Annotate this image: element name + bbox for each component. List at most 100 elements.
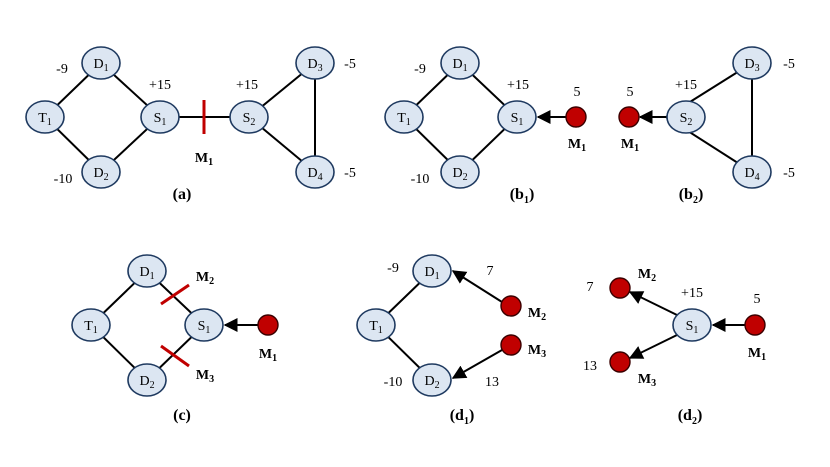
label-d1: D1: [93, 57, 108, 74]
label-m1: M1: [195, 151, 213, 168]
panel-c: D1 T1 D2 S1 M2 M3 M1 (c): [71, 254, 279, 424]
value-d3: -5: [783, 57, 795, 72]
label-d2: D2: [424, 374, 439, 391]
value-d1: -9: [56, 62, 68, 77]
node-d1: [440, 46, 480, 80]
node-s2: [229, 100, 269, 134]
arrow-s1-m3: [628, 334, 678, 359]
cut-marker-m3: [160, 344, 190, 368]
node-d2: [440, 155, 480, 189]
node-d2: [412, 363, 452, 397]
value-d2: -10: [411, 172, 430, 187]
node-m1: [565, 106, 587, 128]
label-t1: T1: [397, 111, 411, 128]
panel-d1: D1 T1 D2 -9 -10 7 13 M2 M3 (d1): [356, 254, 546, 427]
node-d4: [732, 155, 772, 189]
label-t1: T1: [38, 111, 52, 128]
arrow-s1-m2: [628, 291, 678, 316]
label-m3: M3: [196, 368, 214, 385]
label-d4: D4: [307, 166, 322, 183]
value-m1: 5: [574, 85, 581, 100]
value-d4: -5: [783, 166, 795, 181]
node-m3: [500, 334, 522, 356]
node-d2: [127, 363, 167, 397]
value-m2: 7: [487, 264, 494, 279]
label-d3: D3: [307, 57, 322, 74]
node-s2: [666, 100, 706, 134]
label-m2: M2: [196, 270, 214, 287]
label-m1: M1: [748, 346, 766, 363]
cut-marker-m2: [160, 283, 190, 306]
caption-d2: (d2): [678, 407, 703, 427]
caption-b1: (b1): [510, 186, 535, 206]
caption-c: (c): [173, 407, 191, 424]
label-t1: T1: [84, 319, 98, 336]
node-s1: [497, 100, 537, 134]
label-d2: D2: [452, 166, 467, 183]
label-t1: T1: [369, 319, 383, 336]
arrow-m2-d1: [451, 270, 503, 303]
value-m1: 5: [627, 85, 634, 100]
panel-a: D1 T1 D2 S1 S2 D3 D4 -9 -10 +15 +15 -5 -…: [25, 46, 356, 203]
value-s1: +15: [681, 286, 703, 301]
panel-b2: S2 D3 D4 +15 -5 -5 5 M1 (b2): [618, 46, 795, 206]
node-t1: [25, 100, 65, 134]
label-m2: M2: [528, 306, 546, 323]
label-s1: S1: [686, 319, 699, 336]
label-s2: S2: [680, 111, 693, 128]
node-d1: [81, 46, 121, 80]
node-m1: [744, 314, 766, 336]
value-d2: -10: [54, 172, 73, 187]
label-d3: D3: [744, 57, 759, 74]
node-s1: [184, 308, 224, 342]
label-m3: M3: [528, 343, 546, 360]
node-t1: [356, 308, 396, 342]
node-m1: [618, 106, 640, 128]
label-s1: S1: [198, 319, 211, 336]
node-s1: [672, 308, 712, 342]
value-d1: -9: [414, 62, 426, 77]
arrow-m3-d2: [451, 349, 503, 379]
node-t1: [384, 100, 424, 134]
caption-b2: (b2): [679, 186, 704, 206]
value-s2: +15: [236, 78, 258, 93]
node-d3: [295, 46, 335, 80]
node-m2: [609, 277, 631, 299]
label-d2: D2: [139, 374, 154, 391]
value-s1: +15: [507, 78, 529, 93]
node-m1: [257, 314, 279, 336]
node-d3: [732, 46, 772, 80]
node-d1: [127, 254, 167, 288]
value-m3: 13: [485, 375, 499, 390]
caption-d1: (d1): [450, 407, 475, 427]
value-m2: 7: [587, 280, 594, 295]
caption-a: (a): [173, 186, 192, 203]
label-d2: D2: [93, 166, 108, 183]
panel-b1: D1 T1 D2 S1 -9 -10 +15 5 M1 (b1): [384, 46, 587, 206]
value-s1: +15: [149, 78, 171, 93]
label-s1: S1: [154, 111, 167, 128]
value-m1: 5: [754, 292, 761, 307]
label-s1: S1: [511, 111, 524, 128]
node-d1: [412, 254, 452, 288]
value-d3: -5: [344, 57, 356, 72]
label-m3: M3: [638, 372, 656, 389]
label-m1: M1: [621, 137, 639, 154]
label-m1: M1: [568, 137, 586, 154]
label-d1: D1: [452, 57, 467, 74]
value-s2: +15: [675, 78, 697, 93]
value-d4: -5: [344, 166, 356, 181]
label-m2: M2: [638, 267, 656, 284]
node-m2: [500, 295, 522, 317]
value-d1: -9: [387, 261, 399, 276]
label-m1: M1: [259, 347, 277, 364]
node-d4: [295, 155, 335, 189]
node-d2: [81, 155, 121, 189]
value-d2: -10: [384, 375, 403, 390]
label-d1: D1: [139, 265, 154, 282]
node-s1: [140, 100, 180, 134]
panel-d2: S1 +15 5 7 13 M2 M3 M1 (d2): [583, 267, 766, 427]
label-d1: D1: [424, 265, 439, 282]
label-s2: S2: [243, 111, 256, 128]
